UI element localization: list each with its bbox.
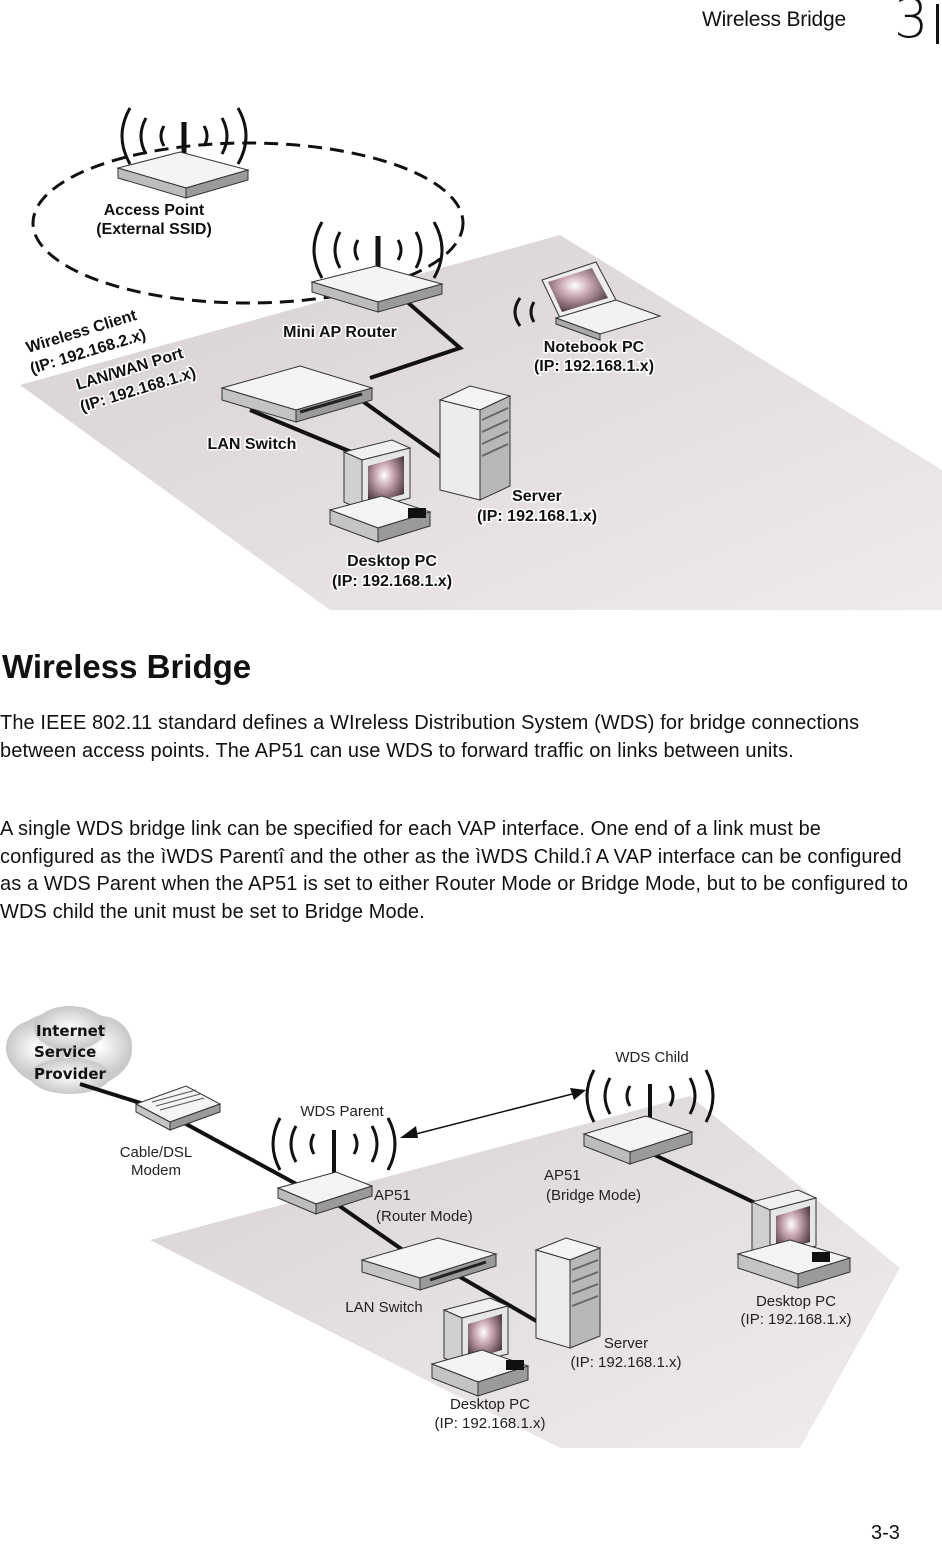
desktop-left-label: Desktop PC: [450, 1396, 530, 1413]
desktop-pc-icon: [328, 439, 432, 543]
ap51-bridge-icon: [582, 1069, 715, 1165]
server-icon: [534, 1237, 602, 1349]
chapter-tab-bar: [936, 4, 939, 44]
ap51-router-label-line1: AP51: [374, 1187, 411, 1204]
modem-label-line2: Modem: [131, 1162, 181, 1179]
figure-wds-bridge-diagram: Internet Service Provider: [6, 1006, 900, 1448]
figure-wireless-client-diagram: Access Point (External SSID) Mini AP Rou…: [20, 107, 942, 610]
chapter-number: 3: [894, 0, 929, 50]
server-ip-label: (IP: 192.168.1.x): [477, 508, 597, 525]
desktop-left-ip-label: (IP: 192.168.1.x): [435, 1415, 546, 1432]
server-label: Server: [604, 1335, 648, 1352]
notebook-pc-icon: [513, 261, 662, 341]
isp-label-line2: Service: [34, 1043, 96, 1061]
desktop-pc-ip-label: (IP: 192.168.1.x): [332, 573, 452, 590]
wds-parent-label: WDS Parent: [300, 1103, 384, 1120]
desktop-pc-label: Desktop PC: [347, 553, 437, 570]
notebook-pc-ip-label: (IP: 192.168.1.x): [534, 358, 654, 375]
lan-switch-icon: [360, 1237, 498, 1291]
cable-modem-icon: [134, 1085, 222, 1131]
body-paragraph-1: The IEEE 802.11 standard defines a WIrel…: [0, 712, 860, 762]
section-title: Wireless Bridge: [2, 648, 252, 685]
server-label: Server: [512, 488, 562, 505]
desktop-pc-right-icon: [736, 1189, 852, 1289]
internet-cloud-icon: [6, 1006, 132, 1094]
ap51-router-label-line2: (Router Mode): [376, 1208, 473, 1225]
wds-link-arrow: [400, 1088, 586, 1138]
modem-label-line1: Cable/DSL: [120, 1144, 193, 1161]
server-ip-label: (IP: 192.168.1.x): [571, 1354, 682, 1371]
mini-ap-router-label: Mini AP Router: [283, 324, 397, 341]
mini-ap-router-icon: [310, 221, 444, 313]
ap51-bridge-label-line1: AP51: [544, 1167, 581, 1184]
page-number: 3-3: [871, 1522, 900, 1544]
lan-switch-icon: [220, 365, 374, 423]
access-point-icon: [116, 107, 250, 199]
server-icon: [438, 385, 512, 501]
access-point-label: Access Point: [104, 202, 205, 219]
ap51-bridge-label-line2: (Bridge Mode): [546, 1187, 641, 1204]
desktop-right-ip-label: (IP: 192.168.1.x): [741, 1311, 852, 1328]
lan-switch-label: LAN Switch: [208, 436, 297, 453]
lan-switch-label: LAN Switch: [345, 1299, 423, 1316]
ap51-router-icon: [271, 1117, 397, 1215]
wds-child-label: WDS Child: [615, 1049, 688, 1066]
desktop-pc-left-icon: [430, 1297, 530, 1397]
access-point-ssid-label: (External SSID): [96, 221, 212, 238]
notebook-pc-label: Notebook PC: [544, 339, 645, 356]
running-header-title: Wireless Bridge: [701, 8, 846, 31]
desktop-right-label: Desktop PC: [756, 1293, 836, 1310]
body-paragraph-2: A single WDS bridge link can be specifie…: [0, 818, 909, 923]
isp-label-line1: Internet: [36, 1022, 105, 1040]
external-ssid-boundary: [31, 141, 465, 305]
isp-label-line3: Provider: [34, 1065, 107, 1083]
